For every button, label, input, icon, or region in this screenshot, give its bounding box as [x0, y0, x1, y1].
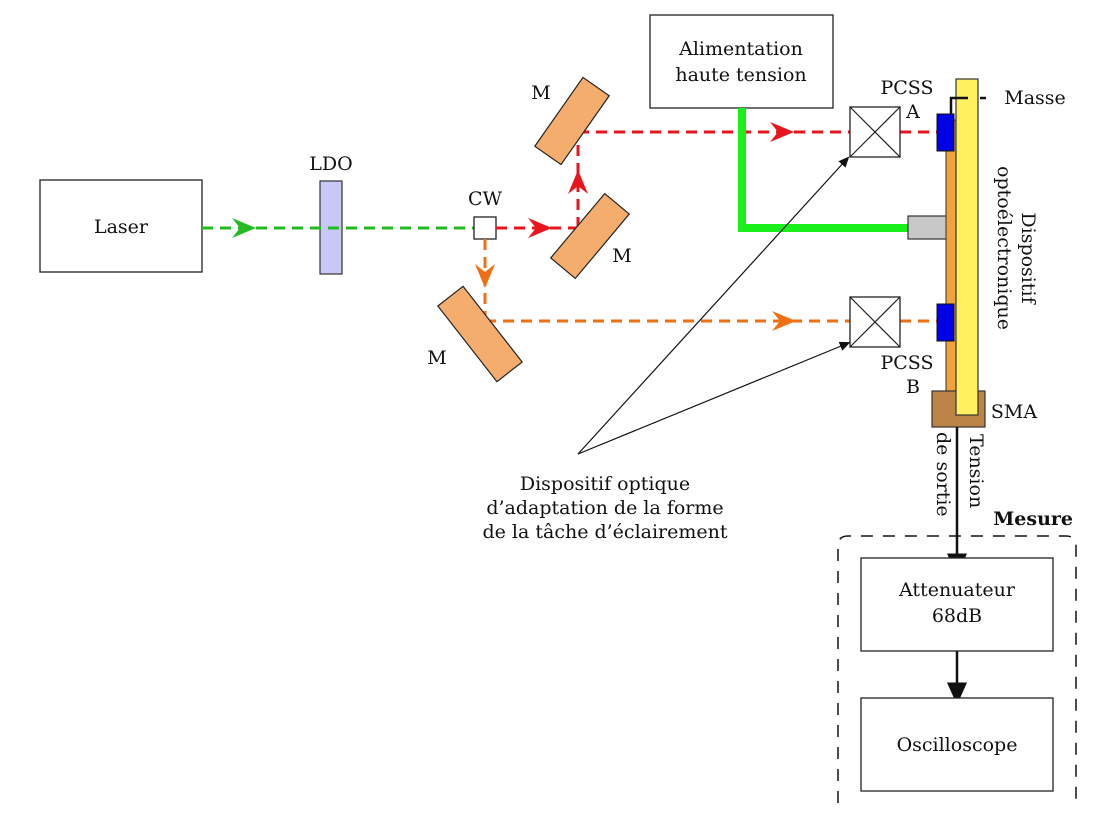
tension-label-2: de sortie — [932, 432, 954, 517]
attenuator-box: Attenuateur 68dB — [860, 557, 1054, 652]
cw-label: CW — [468, 188, 503, 210]
laser-box: Laser — [39, 179, 203, 273]
masse-label: Masse — [1004, 87, 1066, 109]
green-beam — [202, 218, 474, 238]
laser-label: Laser — [94, 216, 149, 238]
hv-label-1: Alimentation — [678, 38, 803, 60]
optic-adapter-b — [849, 296, 901, 348]
pcss-a — [936, 113, 955, 152]
oscilloscope-box: Oscilloscope — [860, 697, 1054, 792]
ground-wire — [949, 96, 968, 114]
pcss-b-label-2: B — [906, 376, 920, 398]
mirror-top: M — [531, 76, 611, 166]
device-label-1: Dispositif — [1017, 212, 1039, 305]
optoelectronic-device — [931, 78, 986, 428]
mirror-bottom: M — [427, 285, 524, 383]
hv-supply-box: Alimentation haute tension — [649, 14, 834, 109]
osc-label: Oscilloscope — [897, 734, 1018, 756]
orange-beam — [475, 239, 938, 331]
callout-line-b — [577, 341, 851, 455]
device-label-2: optoélectronique — [993, 166, 1015, 330]
red-arrow-1 — [528, 218, 552, 238]
sma-label: SMA — [991, 401, 1037, 423]
optic-label-2: d’adaptation de la forme — [486, 497, 723, 519]
optic-label-1: Dispositif optique — [520, 473, 690, 495]
pcss-b-label-1: PCSS — [880, 352, 933, 374]
red-arrow-2 — [568, 170, 588, 194]
pcss-a-label-1: PCSS — [880, 77, 933, 99]
mesure-label: Mesure — [993, 508, 1073, 530]
cw-box: CW — [468, 188, 503, 240]
orange-arrow-2 — [772, 311, 796, 331]
optic-adapter-a — [849, 106, 901, 158]
hv-line — [738, 108, 908, 232]
mirror-top-label: M — [531, 82, 550, 104]
device-body — [955, 78, 979, 416]
att-label-2: 68dB — [932, 605, 982, 627]
mirror-mid: M — [549, 192, 632, 280]
att-label-1: Attenuateur — [898, 579, 1016, 601]
optic-label-3: de la tâche d’éclairement — [482, 521, 727, 543]
green-arrow — [232, 218, 256, 238]
red-beam — [496, 122, 938, 238]
orange-arrow-1 — [475, 264, 495, 288]
mesure-frame: Mesure — [837, 508, 1077, 803]
hv-electrode — [907, 215, 952, 240]
ldo-label: LDO — [309, 153, 352, 175]
pcss-a-label-2: A — [905, 101, 920, 123]
mirror-bottom-label: M — [427, 347, 446, 369]
mirror-mid-label: M — [612, 245, 631, 267]
device-strip — [945, 119, 957, 401]
callout-line-a — [577, 156, 850, 455]
red-arrow-3 — [770, 122, 794, 142]
ldo-plate: LDO — [309, 153, 353, 275]
pcss-b — [936, 303, 955, 342]
tension-label-1: Tension — [965, 434, 987, 508]
hv-label-2: haute tension — [675, 64, 806, 86]
